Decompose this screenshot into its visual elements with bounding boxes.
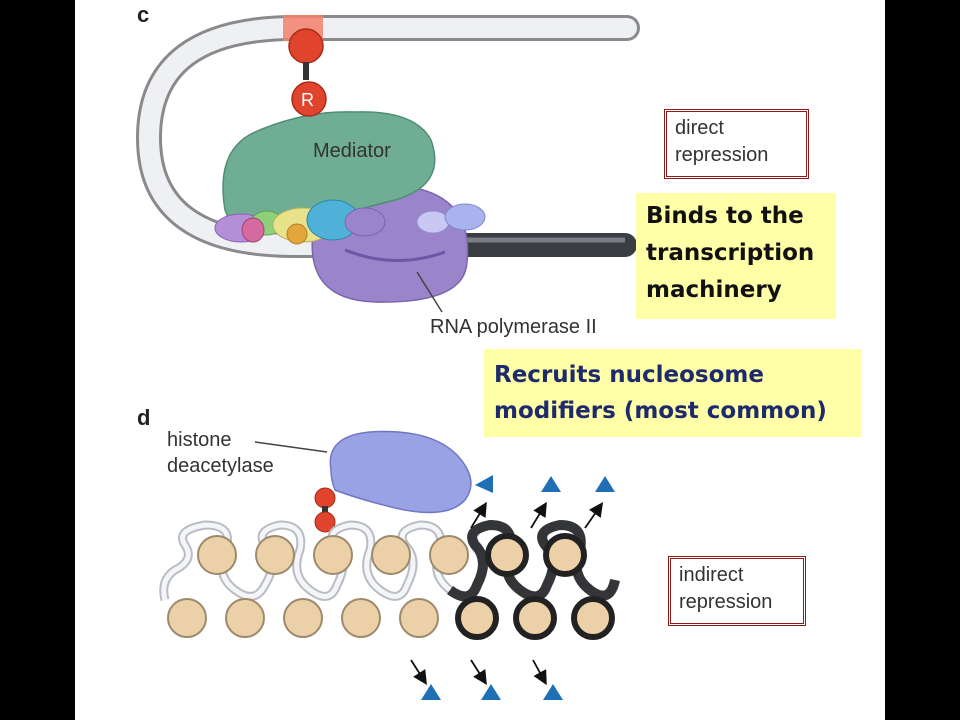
histone-deacetylase bbox=[314, 430, 472, 533]
hdac-label-line1: histone bbox=[167, 429, 232, 451]
repressor-label: R bbox=[301, 90, 314, 110]
polymerase-leader-line bbox=[416, 271, 443, 313]
acetyl-groups-released-up bbox=[470, 475, 615, 529]
direct-repression-box: direct repression bbox=[664, 109, 809, 179]
acetyl-groups-released-down bbox=[410, 659, 563, 700]
mediator: Mediator bbox=[222, 111, 436, 235]
diagram: c Mediator bbox=[135, 2, 640, 700]
hdac-label-line2: deacetylase bbox=[167, 455, 274, 477]
general-transcription-factors bbox=[214, 199, 486, 245]
binds-callout: Binds to the transcription machinery bbox=[636, 193, 836, 319]
direct-repression-line1: direct bbox=[675, 117, 724, 139]
indirect-repression-box: indirect repression bbox=[668, 556, 806, 626]
panel-d-letter: d bbox=[137, 405, 150, 430]
indirect-repression-line1: indirect bbox=[679, 564, 744, 586]
recruits-callout-line2: modifiers (most common) bbox=[494, 398, 827, 424]
indirect-repression-line2: repression bbox=[679, 591, 773, 613]
recruits-callout: Recruits nucleosome modifiers (most comm… bbox=[484, 349, 862, 437]
repressor: R bbox=[288, 28, 327, 117]
chromatin-fiber bbox=[159, 519, 620, 640]
mediator-label: Mediator bbox=[313, 140, 391, 162]
binds-callout-line1: Binds to the bbox=[646, 203, 804, 229]
nucleosome-row-upper bbox=[197, 533, 587, 577]
recruits-callout-line1: Recruits nucleosome bbox=[494, 362, 764, 388]
hdac-leader-line bbox=[254, 441, 328, 453]
panel-c-letter: c bbox=[137, 2, 149, 27]
binds-callout-line3: machinery bbox=[646, 277, 782, 303]
direct-repression-line2: repression bbox=[675, 144, 769, 166]
nucleosome-row-lower bbox=[167, 596, 615, 640]
polymerase-label: RNA polymerase II bbox=[430, 316, 597, 338]
binds-callout-line2: transcription bbox=[646, 240, 815, 266]
